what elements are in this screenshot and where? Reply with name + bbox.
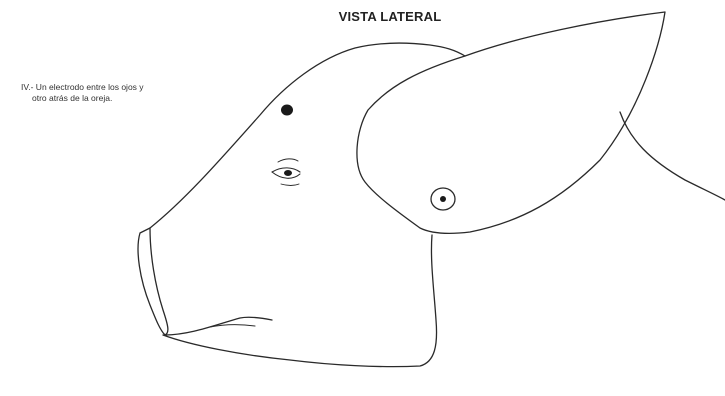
jaw-outline	[163, 235, 437, 367]
snout-disk	[138, 228, 168, 335]
forehead-electrode	[281, 105, 293, 116]
ear-outline	[357, 12, 665, 233]
neck-outline	[620, 112, 725, 200]
head-outline-top	[150, 43, 465, 228]
eye-crease	[281, 184, 299, 186]
ear-electrode-dot	[440, 196, 446, 202]
eye-pupil	[284, 170, 292, 176]
eye-brow	[278, 159, 298, 162]
